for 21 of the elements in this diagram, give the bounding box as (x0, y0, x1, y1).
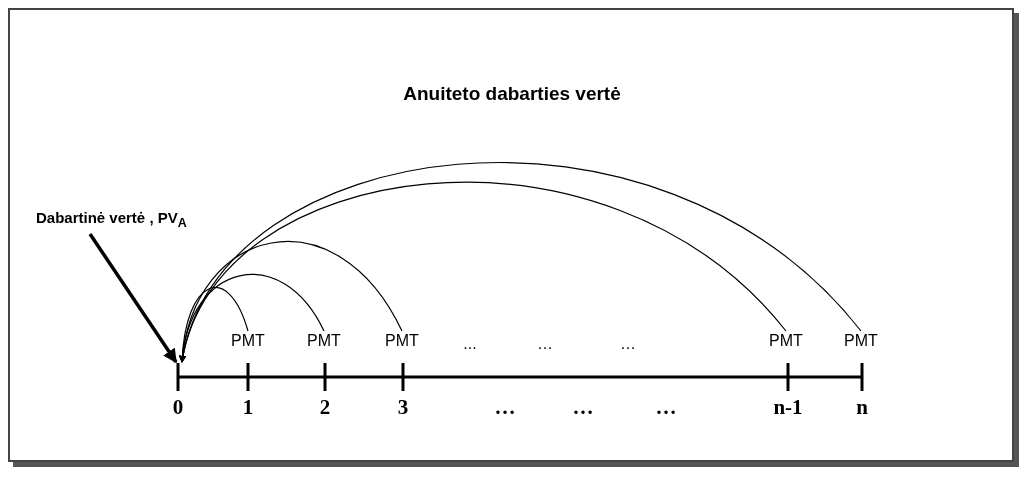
period-number: 3 (397, 397, 409, 418)
payment-label: PMT (304, 333, 344, 351)
period-number: 2 (319, 397, 331, 418)
payment-label: PMT (228, 333, 268, 351)
time-point-label: 0 (168, 362, 188, 418)
diagram-title: Anuiteto dabarties vertė (402, 84, 622, 103)
ellipsis: … (655, 397, 677, 418)
callout-label: Dabartinė vertė , PV$_{A}$ (36, 210, 216, 232)
ellipsis: ... (463, 336, 477, 352)
period-number: n (856, 397, 868, 418)
payment-label: PMT (766, 333, 806, 351)
period-number: 1 (242, 397, 254, 418)
ellipsis: … (572, 397, 594, 418)
ellipsis: … (494, 397, 516, 418)
payment-label: PMT (841, 333, 881, 351)
leader-arrow (88, 233, 178, 364)
ellipsis: … (620, 336, 636, 352)
payment-label: PMT (382, 333, 422, 351)
ellipsis: … (537, 336, 553, 352)
arc-arrow (180, 162, 862, 363)
period-number: n-1 (773, 397, 803, 418)
